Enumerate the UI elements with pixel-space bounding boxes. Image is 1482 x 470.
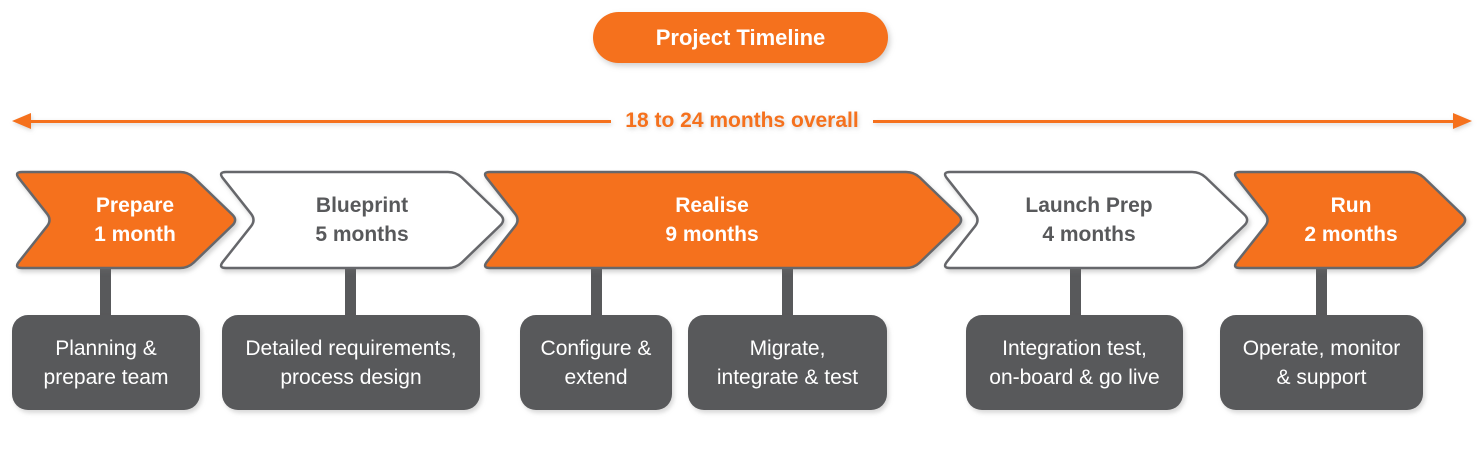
connector-stem	[344, 266, 356, 320]
activity-line: Configure &	[540, 336, 652, 360]
arrow-right-head-icon	[1453, 113, 1473, 129]
phase-chevron-band	[15, 170, 1467, 270]
arrow-line-left	[31, 119, 612, 123]
phase-chevron-launch-prep	[943, 170, 1249, 270]
connector-stem	[1315, 266, 1327, 320]
arrow-line-right	[872, 119, 1454, 123]
activity-line: on-board & go live	[989, 365, 1160, 389]
phase-chevron-realise	[483, 170, 963, 270]
phase-chevron-run	[1233, 170, 1467, 270]
phase-chevron-prepare	[15, 170, 237, 270]
activity-line: process design	[280, 365, 422, 389]
arrow-left-head-icon	[12, 113, 31, 129]
activity-line: prepare team	[43, 365, 169, 389]
activity-line: Migrate,	[749, 336, 826, 360]
activity-line: Planning &	[55, 336, 157, 360]
activity-box-configure: Configure & extend	[520, 315, 672, 410]
activity-box-requirements: Detailed requirements, process design	[222, 315, 480, 410]
overall-duration-label: 18 to 24 months overall	[625, 109, 859, 132]
connector-stem	[590, 266, 602, 320]
activity-box-migrate: Migrate, integrate & test	[688, 315, 887, 410]
connector-stem	[781, 266, 793, 320]
overall-duration-arrow: 18 to 24 months overall	[12, 109, 1473, 132]
phase-chevron-blueprint	[219, 170, 505, 270]
activity-line: Integration test,	[1002, 336, 1147, 360]
activity-line: Detailed requirements,	[245, 336, 457, 360]
connector-stem	[1069, 266, 1081, 320]
activity-box-planning: Planning & prepare team	[12, 315, 200, 410]
activity-line: & support	[1276, 365, 1367, 389]
activity-box-operate: Operate, monitor & support	[1220, 315, 1423, 410]
activity-box-integration-test: Integration test, on-board & go live	[966, 315, 1183, 410]
connector-stem	[99, 266, 111, 320]
activity-line: Operate, monitor	[1242, 336, 1401, 360]
activity-line: integrate & test	[716, 365, 859, 389]
activity-line: extend	[564, 365, 628, 389]
title-badge-label: Project Timeline	[655, 24, 826, 50]
title-badge: Project Timeline	[593, 12, 888, 63]
